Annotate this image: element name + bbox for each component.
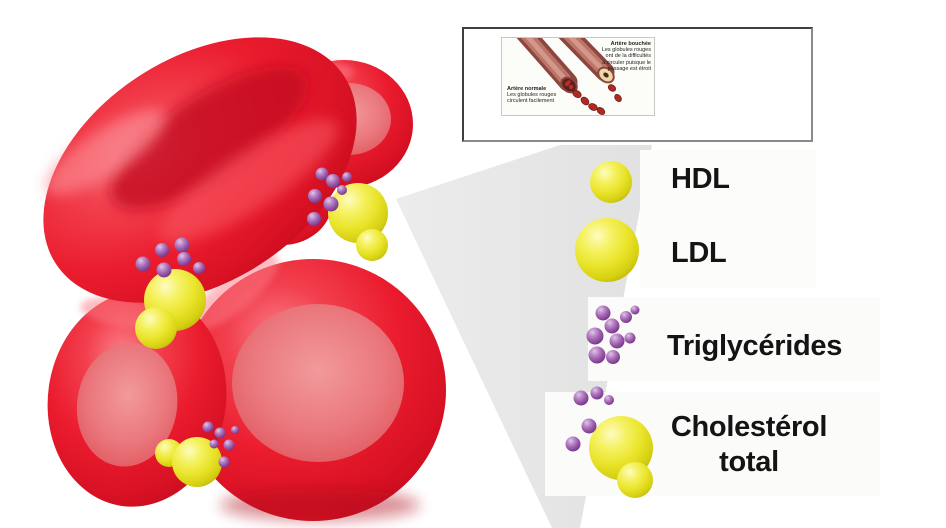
artery-blocked-label: Artère bouchée Les globules rouges ont d… — [601, 41, 651, 72]
red-blood-cells — [43, 37, 446, 521]
legend-hdl-sphere — [590, 161, 632, 203]
triglyceride-spheres — [307, 167, 352, 226]
cholesterol-sphere-large — [172, 437, 222, 487]
cluster-top — [307, 167, 388, 261]
cluster-middle-left — [135, 237, 206, 349]
legend-label-ldl: LDL — [671, 237, 727, 269]
blocked-artery — [558, 38, 622, 102]
flowing-red-cells — [607, 84, 622, 102]
cluster-bottom — [155, 421, 239, 487]
red-blood-cell-large — [43, 37, 357, 303]
artery-illustration — [516, 38, 622, 115]
flowing-red-cells — [572, 90, 606, 115]
legend-cholesterol-cluster — [565, 386, 653, 498]
legend-label-triglycerides: Triglycérides — [667, 330, 843, 362]
legend-triglycerides-cluster — [586, 305, 640, 364]
artery-normal-label: Artère normale Les globules rouges circu… — [507, 86, 557, 105]
artery-normal-title: Artère normale — [507, 86, 547, 92]
red-blood-cell-bottom-right — [180, 254, 446, 521]
artery-figure: Artère bouchée Les globules rouges ont d… — [501, 37, 655, 116]
normal-artery — [516, 38, 606, 115]
artery-inset-panel: Artère bouchée Les globules rouges ont d… — [462, 27, 813, 142]
cholesterol-sphere-large — [328, 183, 388, 243]
red-blood-cell-bottom-left — [47, 291, 227, 507]
legend-label-cholesterol-total: Cholestérol total — [670, 411, 828, 478]
triglyceride-spheres — [202, 421, 239, 468]
cholesterol-sphere-small — [356, 229, 388, 261]
cholesterol-sphere-small — [135, 307, 177, 349]
artery-blocked-title: Artère bouchée — [610, 41, 651, 47]
legend-ldl-sphere — [575, 218, 639, 282]
triglyceride-spheres — [135, 237, 205, 278]
legend-label-hdl: HDL — [671, 163, 730, 195]
